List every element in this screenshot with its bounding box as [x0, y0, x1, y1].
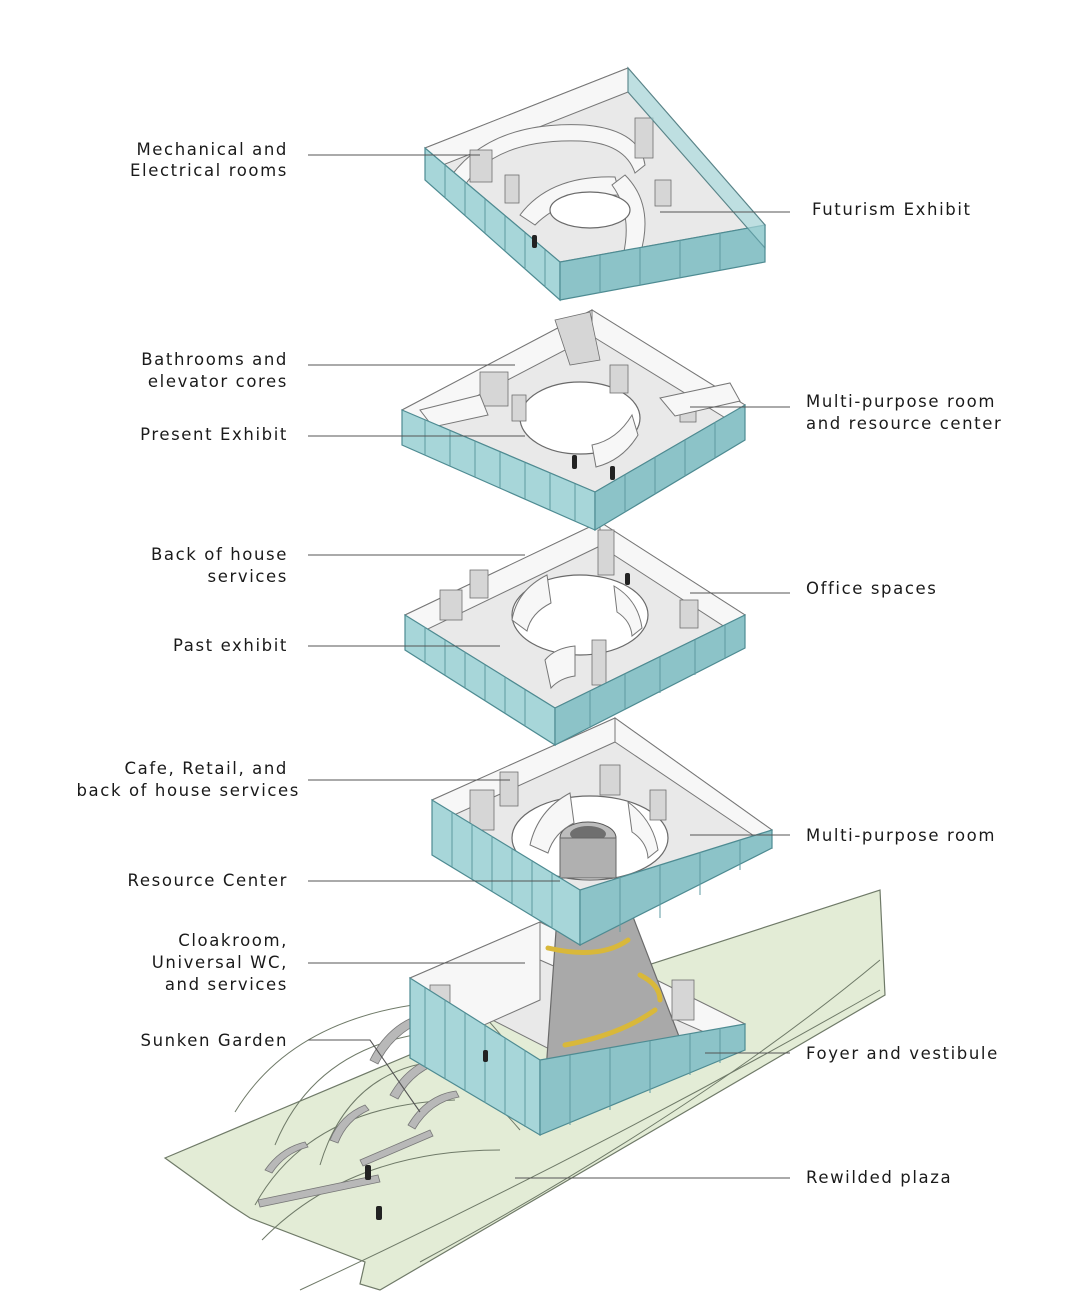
label-cloakroom-line-3: and services: [165, 975, 288, 994]
label-bathrooms-line-1: Bathrooms and: [141, 350, 288, 369]
label-back-of-house-line-2: services: [208, 567, 289, 586]
leader-lines: [308, 154, 790, 1179]
label-futurism-exhibit: Futurism Exhibit: [812, 200, 972, 219]
level-4-block: [400, 309, 746, 532]
label-multipurpose-room: Multi-purpose room: [806, 826, 996, 845]
label-rewilded-plaza: Rewilded plaza: [806, 1168, 952, 1187]
label-office-spaces: Office spaces: [806, 579, 937, 598]
label-foyer-vestibule: Foyer and vestibule: [806, 1044, 999, 1063]
ground-floor-block: [408, 861, 747, 1137]
label-multipurpose-resource-line-2: and resource center: [806, 414, 1002, 433]
level-3-block: [403, 521, 747, 747]
label-mechanical-line-1: Mechanical and: [136, 140, 288, 159]
label-past-exhibit: Past exhibit: [173, 636, 288, 655]
labels-right: Futurism Exhibit Multi-purpose room and …: [806, 200, 1002, 1187]
glass-mullions: [424, 988, 721, 1127]
label-cafe-line-1: Cafe, Retail, and: [125, 759, 288, 778]
label-resource-center: Resource Center: [128, 871, 288, 890]
label-bathrooms-line-2: elevator cores: [148, 372, 288, 391]
label-present-exhibit: Present Exhibit: [140, 425, 288, 444]
label-multipurpose-resource-line-1: Multi-purpose room: [806, 392, 996, 411]
level-5-block: [424, 66, 766, 302]
sunken-garden-seating: [257, 1011, 460, 1208]
label-cloakroom-line-2: Universal WC,: [152, 953, 288, 972]
glass-mullions: [444, 165, 721, 293]
level-2-block: [431, 717, 774, 947]
label-sunken-garden: Sunken Garden: [141, 1031, 288, 1050]
labels-left: Mechanical and Electrical rooms Bathroom…: [76, 140, 300, 1050]
label-cafe-line-2: back of house services: [76, 781, 300, 800]
glass-mullions: [451, 812, 741, 932]
label-back-of-house-line-1: Back of house: [151, 545, 288, 564]
person-figure: [365, 1165, 382, 1220]
label-mechanical-line-2: Electrical rooms: [130, 161, 288, 180]
label-cloakroom-line-1: Cloakroom,: [178, 931, 288, 950]
glass-mullions: [424, 420, 716, 521]
